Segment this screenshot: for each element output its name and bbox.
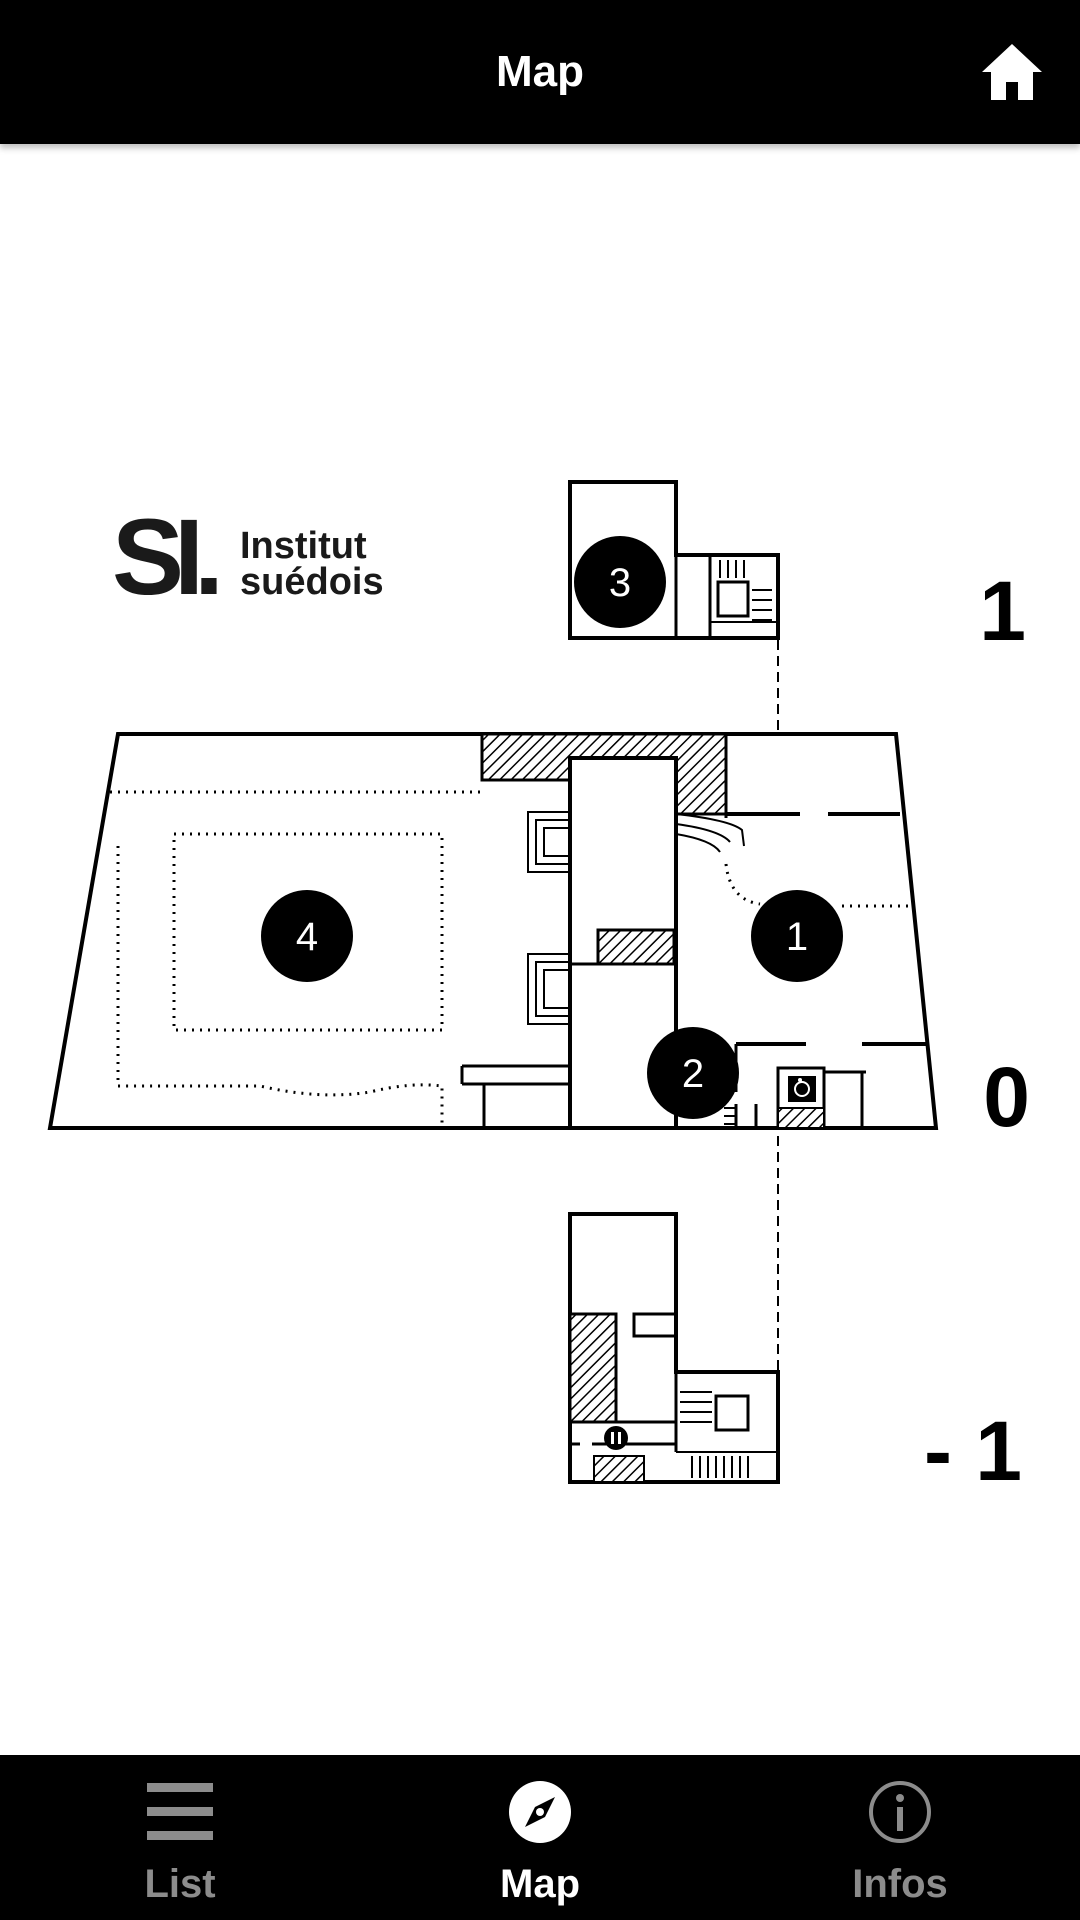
tab-list[interactable]: List [0, 1755, 360, 1920]
stairs-icon [719, 560, 772, 621]
tab-list-label: List [144, 1862, 216, 1906]
marker-1[interactable]: 1 [751, 890, 843, 982]
tab-map-label: Map [500, 1862, 580, 1906]
marker-2[interactable]: 2 [647, 1027, 739, 1119]
floor-minus-1-plan [568, 1212, 780, 1484]
home-button[interactable] [980, 40, 1044, 104]
floor-label-minus-1: - 1 [924, 1404, 1022, 1498]
tab-infos-label: Infos [852, 1862, 948, 1906]
logo-line-1: Institut [240, 525, 367, 567]
list-icon [147, 1783, 213, 1840]
stairs-icon [680, 1391, 749, 1478]
stairs-icon [527, 811, 571, 1025]
institut-suedois-logo: SI. Institut suédois [112, 496, 384, 617]
marker-2-label: 2 [682, 1052, 704, 1096]
floor-label-1: 1 [979, 564, 1026, 658]
wheelchair-icon [788, 1076, 816, 1102]
logo-mark: SI. [112, 496, 217, 617]
marker-3[interactable]: 3 [574, 536, 666, 628]
tab-map[interactable]: Map [360, 1755, 720, 1920]
info-icon [869, 1781, 931, 1843]
restroom-icon [604, 1426, 628, 1450]
floor-plan-map[interactable]: SI. Institut suédois [0, 144, 1080, 1755]
logo-line-2: suédois [240, 561, 384, 603]
floor-plan-svg: SI. Institut suédois [47, 480, 1030, 1498]
top-app-bar: Map [0, 0, 1080, 144]
marker-4[interactable]: 4 [261, 890, 353, 982]
marker-1-label: 1 [786, 915, 808, 959]
elevator-icon [716, 580, 750, 618]
marker-4-label: 4 [296, 915, 318, 959]
tab-infos[interactable]: Infos [720, 1755, 1080, 1920]
bottom-navigation: List Map Infos [0, 1755, 1080, 1920]
floor-0-plan [47, 732, 939, 1130]
home-icon [982, 44, 1042, 100]
compass-icon [509, 1781, 571, 1843]
marker-3-label: 3 [609, 561, 631, 605]
stairs-icon [724, 1107, 736, 1125]
floor-label-0: 0 [983, 1050, 1030, 1144]
page-title: Map [496, 47, 584, 96]
elevator-icon [714, 1394, 750, 1432]
